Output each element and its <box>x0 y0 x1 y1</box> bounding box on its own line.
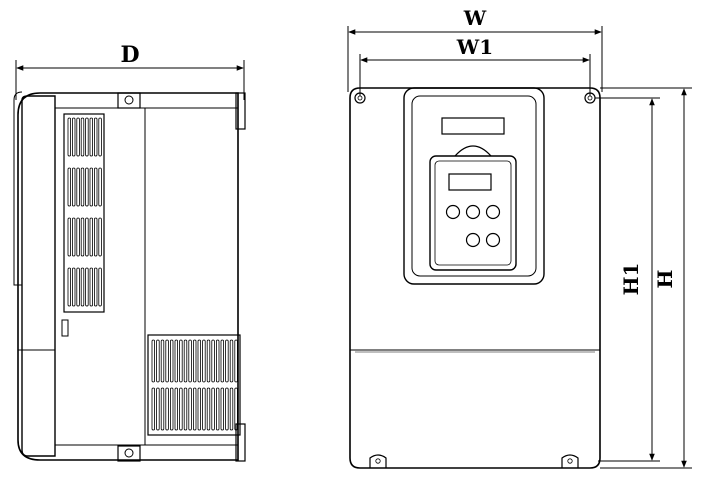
vent-slot <box>67 217 71 257</box>
heatsink-slot <box>174 387 178 431</box>
side-front-vents <box>63 113 105 313</box>
heatsink-slot <box>192 339 197 383</box>
heatsink-slot <box>220 387 224 431</box>
heatsink-slot <box>156 339 160 383</box>
vent-slot <box>89 167 93 207</box>
heatsink-slot <box>229 339 234 383</box>
heatsink-slot <box>211 387 215 431</box>
heatsink-slot <box>179 387 183 431</box>
heatsink-slot <box>215 387 220 431</box>
keypad-button <box>485 232 501 248</box>
vent-slot <box>67 167 71 207</box>
side-view: D <box>13 42 246 462</box>
heatsink-slot <box>234 387 238 431</box>
heatsink-slot <box>160 387 165 431</box>
vent-slot <box>67 267 71 307</box>
heatsink-slot <box>165 339 169 383</box>
heatsink-slot <box>183 387 188 431</box>
vent-slot <box>98 117 102 157</box>
front-view: W W1 <box>347 6 692 469</box>
heatsink-slot <box>165 387 169 431</box>
heatsink-slot <box>234 339 238 383</box>
height-label: H <box>653 270 677 289</box>
vent-slot <box>80 117 85 157</box>
heatsink-slot <box>160 339 165 383</box>
vent-slot <box>67 117 71 157</box>
heatsink-slot <box>211 339 215 383</box>
keypad-button <box>445 204 461 220</box>
heatsink-slot <box>192 387 197 431</box>
keypad-button <box>465 204 481 220</box>
mount-width-dimension: W1 <box>359 35 591 96</box>
vent-slot <box>85 117 89 157</box>
depth-dimension: D <box>15 42 245 100</box>
vent-slot <box>89 117 93 157</box>
vent-slot <box>80 267 85 307</box>
vent-slot <box>89 267 93 307</box>
vent-slot <box>85 267 89 307</box>
width-label: W <box>463 6 487 30</box>
vent-slot <box>94 217 98 257</box>
heatsink-slot <box>151 387 155 431</box>
width-dimension: W <box>347 6 603 92</box>
vent-slot <box>76 217 80 257</box>
vent-frame <box>63 113 105 313</box>
heatsink-slot <box>225 339 229 383</box>
mount-height-dimension: H1 <box>595 97 660 462</box>
heatsink-slot <box>179 339 183 383</box>
heatsink-slot <box>225 387 229 431</box>
vent-slot <box>80 217 85 257</box>
vent-slot <box>98 217 102 257</box>
vent-slot <box>89 217 93 257</box>
heatsink-slot <box>197 339 201 383</box>
heatsink-frame <box>147 334 241 436</box>
heatsink-slot <box>169 339 174 383</box>
vent-slot <box>94 117 98 157</box>
keypad-buttons <box>445 204 501 248</box>
heatsink-slot <box>151 339 155 383</box>
keypad-button <box>485 204 501 220</box>
vent-slot <box>72 167 76 207</box>
vent-slot <box>72 267 76 307</box>
heatsink-slot <box>188 387 192 431</box>
heatsink-slot <box>174 339 178 383</box>
heatsink-slot <box>197 387 201 431</box>
vent-slot <box>98 167 102 207</box>
heatsink-slot <box>202 339 206 383</box>
vent-slot <box>76 167 80 207</box>
heatsink-slot <box>229 387 234 431</box>
heatsink-slot <box>188 339 192 383</box>
vent-slot <box>80 167 85 207</box>
vent-slot <box>85 167 89 207</box>
heatsink-slot <box>206 339 211 383</box>
front-body <box>349 87 601 469</box>
vent-slot <box>76 117 80 157</box>
heatsink-slot <box>220 339 224 383</box>
vent-slot <box>76 267 80 307</box>
heatsink-slot <box>183 339 188 383</box>
vent-slot <box>72 117 76 157</box>
vent-slot <box>98 267 102 307</box>
vent-slot <box>94 167 98 207</box>
mount-width-label: W1 <box>456 35 493 59</box>
vent-slot <box>72 217 76 257</box>
keypad-button <box>465 232 481 248</box>
vent-slot <box>85 217 89 257</box>
height-dimension: H <box>600 87 692 469</box>
heatsink-slot <box>206 387 211 431</box>
heatsink-slot <box>215 339 220 383</box>
side-body <box>13 91 246 462</box>
side-heatsink-vents <box>147 334 241 436</box>
heatsink-slot <box>156 387 160 431</box>
heatsink-slot <box>169 387 174 431</box>
heatsink-slot <box>202 387 206 431</box>
mount-height-label: H1 <box>619 263 643 296</box>
depth-label: D <box>120 42 139 68</box>
vent-slot <box>94 267 98 307</box>
